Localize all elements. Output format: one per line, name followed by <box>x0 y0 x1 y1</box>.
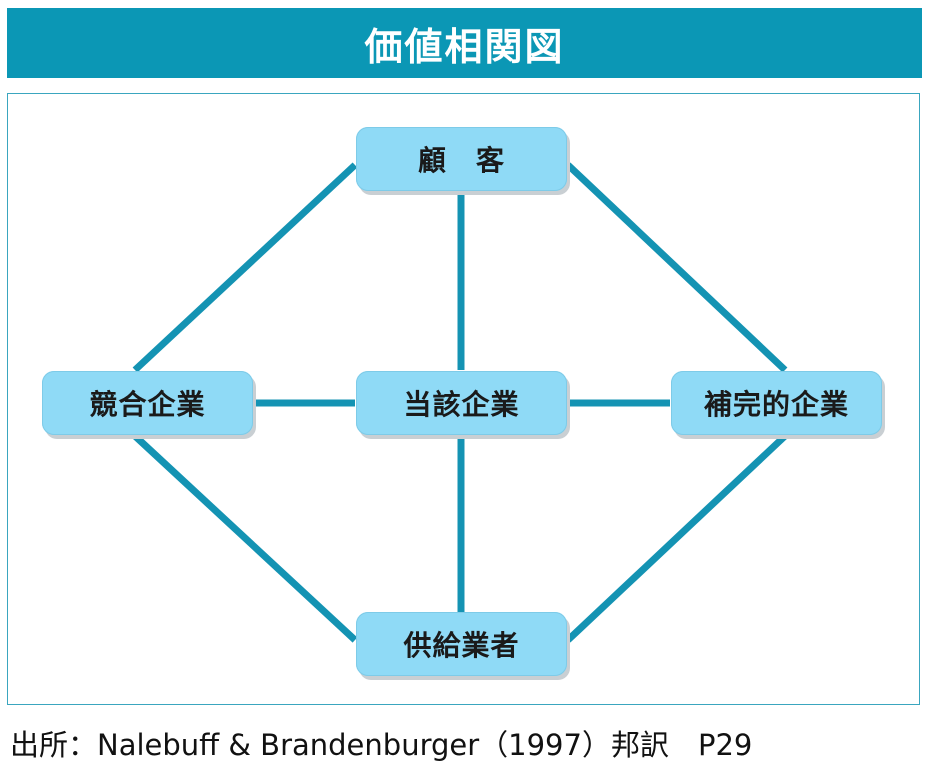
node-company-label: 当該企業 <box>403 388 520 421</box>
node-complementor: 補完的企業 <box>671 371 882 435</box>
node-supplier: 供給業者 <box>356 612 567 676</box>
line-customer-complementor <box>565 162 788 373</box>
line-customer-competitor <box>132 162 358 373</box>
node-company: 当該企業 <box>356 371 567 435</box>
node-customer: 顧 客 <box>356 127 567 191</box>
node-competitor: 競合企業 <box>42 371 253 435</box>
source-citation: 出所：Nalebuff & Brandenburger（1997）邦訳 P29 <box>10 728 753 762</box>
line-competitor-supplier <box>132 433 358 643</box>
node-customer-label: 顧 客 <box>417 144 505 177</box>
node-complementor-label: 補完的企業 <box>703 388 849 421</box>
title-bar: 価値相関図 <box>7 8 922 78</box>
diagram-frame <box>7 93 920 705</box>
line-complementor-supplier <box>565 433 788 643</box>
diagram-title: 価値相関図 <box>364 24 565 69</box>
node-competitor-label: 競合企業 <box>89 388 206 421</box>
node-supplier-label: 供給業者 <box>403 629 520 662</box>
